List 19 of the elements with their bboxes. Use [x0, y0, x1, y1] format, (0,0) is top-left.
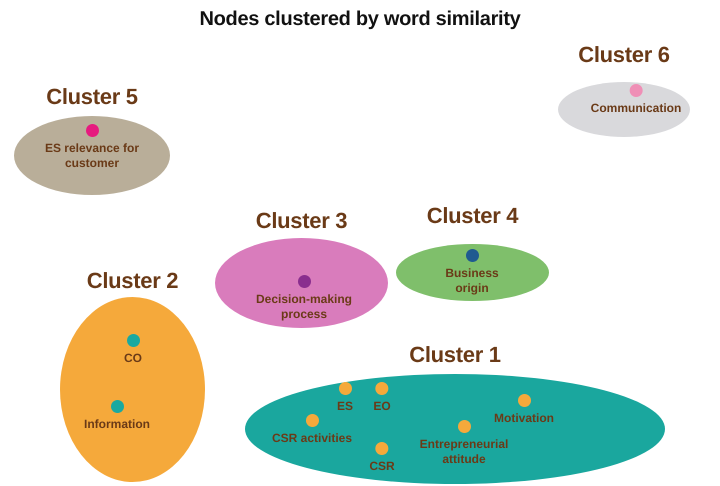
cluster-heading: Cluster 2 [86, 268, 180, 294]
term-label: Entrepreneurial attitude [418, 437, 510, 467]
term-label: Motivation [494, 411, 554, 426]
term-label: EO [373, 399, 391, 414]
term-label: CO [124, 351, 142, 366]
term-label: Decision-making process [254, 292, 354, 322]
cluster-heading: Cluster 5 [45, 84, 139, 110]
cluster-heading: Cluster 4 [426, 203, 520, 229]
cluster-heading: Cluster 1 [408, 342, 502, 368]
term-label: Business origin [444, 266, 500, 296]
term-label: CSR [369, 459, 395, 474]
cluster-heading: Cluster 6 [577, 42, 671, 68]
term-label: ES [337, 399, 353, 414]
term-label: Communication [590, 101, 682, 116]
cluster-heading: Cluster 3 [254, 208, 348, 234]
diagram-title: Nodes clustered by word similarity [198, 8, 522, 31]
term-label: Information [84, 417, 150, 432]
term-label: CSR activities [272, 431, 352, 446]
term-label: ES relevance for customer [44, 141, 140, 171]
